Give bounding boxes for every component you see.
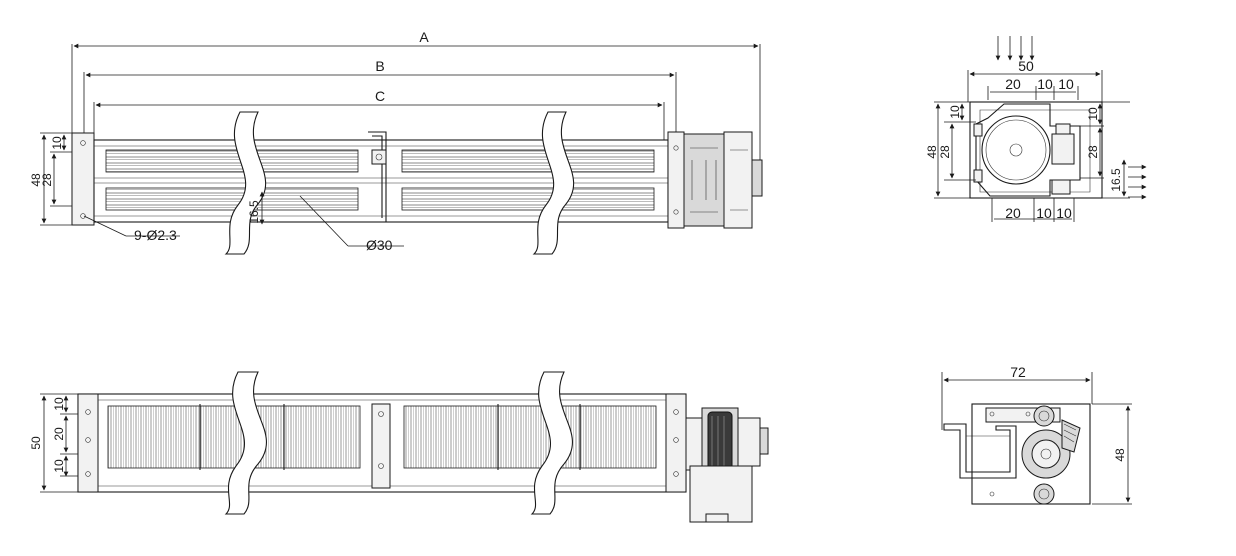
center-support [371,403,391,489]
left-28-label: 28 [40,173,54,187]
dim-b-label: B [375,58,384,74]
impeller-front [403,405,657,469]
top-view: A B C 48 28 10 [29,29,763,255]
motor-plate [971,403,1091,505]
motor [667,131,763,229]
bottom-left-20-label: 20 [52,427,66,441]
dim-a-label: A [419,29,429,45]
bottom-10a-label: 10 [1036,205,1052,221]
end-left-48-label: 48 [925,145,939,159]
impeller-section [105,149,359,173]
break-line [224,111,267,255]
impeller-front [107,405,361,469]
inner-16-5-label: 16.5 [247,200,261,224]
airflow-out-arrows [1128,164,1147,200]
mount-hole [80,213,86,219]
end-left-28-label: 28 [938,145,952,159]
impeller-section [105,187,359,211]
end-view-bottom: 72 48 [941,364,1132,505]
end-left-10-label: 10 [948,105,962,119]
left-10-label: 10 [50,136,64,150]
dimension-b: B [83,58,677,138]
top-10b-label: 10 [1058,76,1074,92]
upper-bearing [1033,405,1055,427]
bottom-left-50-label: 50 [29,436,43,450]
impeller-section [401,149,655,173]
break-line [530,371,573,515]
width-50-label: 50 [1018,58,1034,74]
lower-bearing [1033,483,1055,505]
height-48-label: 48 [1113,448,1127,462]
diameter-callout: Ø30 [366,237,393,253]
mount-hole [80,140,86,146]
holes-callout: 9-Ø2.3 [134,227,177,243]
bottom-left-10a-label: 10 [52,397,66,411]
width-72-label: 72 [1010,364,1026,380]
left-end-plate [71,132,95,226]
bottom-view: 50 10 20 10 [29,371,769,523]
bottom-20-label: 20 [1005,205,1021,221]
break-line [532,111,575,255]
left-48-label: 48 [29,173,43,187]
break-line [224,371,267,515]
dimension-c: C [93,88,665,140]
bottom-left-10b-label: 10 [52,459,66,473]
right-10-label: 10 [1086,107,1100,121]
side-bracket [943,423,1017,479]
center-bracket [368,131,387,223]
right-28-label: 28 [1086,145,1100,159]
right-16-5-label: 16.5 [1109,168,1123,192]
top-10a-label: 10 [1037,76,1053,92]
dim-c-label: C [375,88,385,104]
motor-front [685,407,769,523]
impeller-section [401,187,655,211]
top-20-label: 20 [1005,76,1021,92]
airflow-in-arrows [995,36,1035,61]
end-view-top: 50 20 10 10 20 10 10 [925,36,1147,222]
coil-bracket [1061,419,1081,453]
bottom-10b-label: 10 [1056,205,1072,221]
motor-rotor [981,115,1051,185]
